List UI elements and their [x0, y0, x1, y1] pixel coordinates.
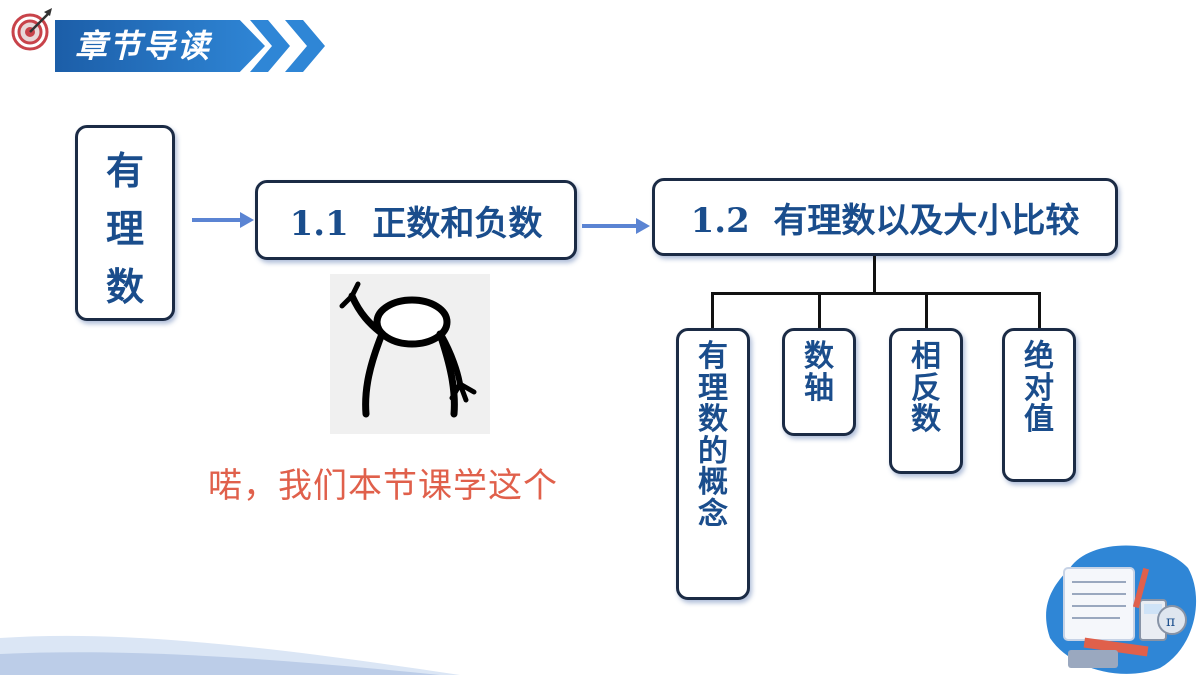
topic-char: 数: [105, 264, 144, 309]
subtopic-char: 对: [1024, 370, 1054, 406]
subtopic-char: 绝: [1024, 339, 1054, 374]
header-title: 章节导读: [75, 27, 212, 65]
section-1-1-box: 1.1 正数和负数: [255, 180, 577, 260]
subtopic-opposite-number: 相 反 数: [889, 328, 963, 474]
subtopic-number-line: 数 轴: [782, 328, 856, 436]
section-1-2-label: 1.2 有理数以及大小比较: [690, 200, 1080, 241]
subtopic-char: 数: [804, 339, 834, 374]
tree-connector: [873, 256, 876, 294]
tree-connector: [1038, 292, 1041, 330]
subtopic-rational-concept: 有 理 数 的 概 念: [676, 328, 750, 600]
subtopic-absolute-value: 绝 对 值: [1002, 328, 1076, 482]
caption-text: 喏，我们本节课学这个: [208, 466, 558, 506]
svg-text:π: π: [1166, 614, 1175, 630]
subtopic-char: 有: [698, 339, 728, 374]
subtopic-char: 轴: [804, 370, 834, 406]
math-stationery-illustration: π: [1046, 545, 1197, 674]
subtopic-char: 值: [1024, 402, 1054, 437]
bottom-wave-decoration: [0, 635, 460, 675]
subtopic-char: 概: [698, 465, 728, 500]
topic-box: 有 理 数: [75, 125, 175, 321]
subtopic-char: 理: [698, 370, 728, 406]
section-1-1-label: 1.1 正数和负数: [289, 203, 543, 244]
topic-char: 理: [105, 206, 144, 251]
subtopic-char: 反: [911, 370, 941, 406]
target-dart-icon: [11, 8, 52, 51]
tree-connector: [925, 292, 928, 330]
tree-connector: [711, 292, 1041, 295]
arrow-head-icon: [240, 212, 254, 228]
stick-figure-pointing: [330, 274, 490, 434]
arrow-connector: [192, 218, 240, 222]
subtopic-char: 数: [698, 402, 728, 437]
chevron-icon: [285, 20, 325, 72]
topic-char: 有: [105, 148, 144, 193]
subtopic-char: 数: [911, 402, 941, 437]
arrow-connector: [582, 224, 638, 228]
subtopic-char: 相: [911, 339, 941, 374]
subtopic-char: 念: [698, 496, 728, 532]
section-1-2-box: 1.2 有理数以及大小比较: [652, 178, 1118, 256]
tree-connector: [818, 292, 821, 330]
subtopic-char: 的: [698, 433, 728, 469]
header-banner: [55, 20, 265, 72]
arrow-head-icon: [636, 218, 650, 234]
tree-connector: [711, 292, 714, 330]
